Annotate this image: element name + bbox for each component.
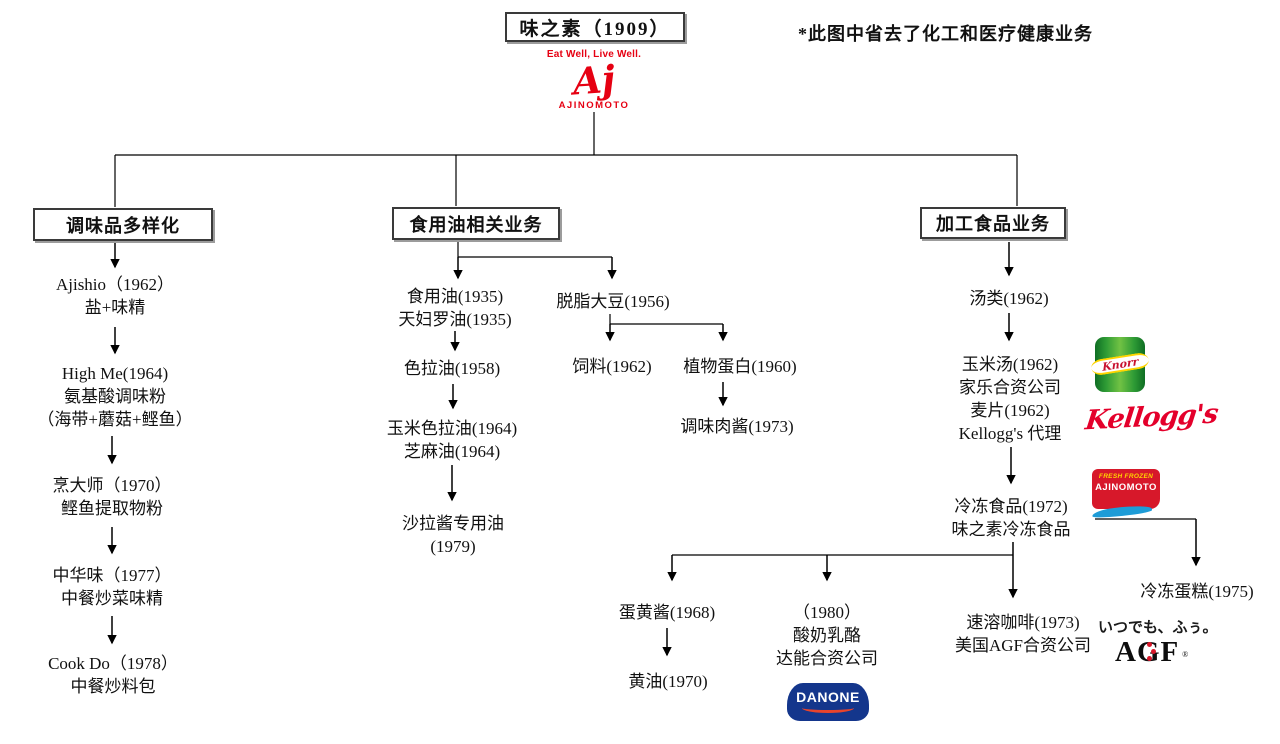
node-soups: 汤类(1962) (969, 287, 1048, 310)
node-instant-coffee-agf: 速溶咖啡(1973) 美国AGF合资公司 (955, 611, 1091, 657)
node-line: 调味肉酱(1973) (680, 417, 794, 436)
agf-dot-icon (1151, 649, 1156, 654)
node-line: 麦片(1962) (970, 401, 1050, 420)
agf-wordmark: AGF (1115, 636, 1180, 668)
node-high-me: High Me(1964) 氨基酸调味粉 （海带+蘑菇+鲣鱼） (37, 362, 192, 431)
agf-logo: AGF ® (1115, 636, 1188, 668)
agf-dot-icon (1147, 642, 1152, 647)
node-line: High Me(1964) (61, 364, 169, 383)
node-cooking-oil: 食用油(1935) 天妇罗油(1935) (398, 285, 511, 331)
footnote-annotation: *此图中省去了化工和医疗健康业务 (798, 24, 1093, 44)
ajinomoto-wordmark: AJINOMOTO (558, 100, 630, 111)
header-label: 食用油相关业务 (409, 214, 543, 235)
node-line: Ajishio（1962） (55, 275, 175, 294)
node-corn-soup-knorr-kelloggs: 玉米汤(1962) 家乐合资公司 麦片(1962) Kellogg's 代理 (959, 353, 1062, 445)
header-label: 调味品多样化 (66, 215, 180, 236)
node-yogurt-danone: （1980） 酸奶乳酪 达能合资公司 (776, 601, 878, 670)
node-seasoned-meat-sauce: 调味肉酱(1973) (680, 415, 793, 438)
node-zhonghua-wei: 中华味（1977） 中餐炒菜味精 (53, 564, 172, 610)
node-hondashi: 烹大师（1970） 鲣鱼提取物粉 (53, 474, 172, 520)
node-line: 玉米色拉油(1964) (386, 419, 518, 438)
node-line: 汤类(1962) (969, 289, 1049, 308)
knorr-banner-icon: Knorr (1090, 351, 1150, 377)
node-line: 冷冻蛋糕(1975) (1140, 582, 1254, 601)
node-frozen-food: 冷冻食品(1972) 味之素冷冻食品 (952, 495, 1071, 541)
node-line: 食用油(1935) (406, 287, 504, 306)
node-line: 酸奶乳酪 (793, 626, 861, 645)
node-line: 盐+味精 (84, 298, 146, 317)
node-line: 味之素冷冻食品 (951, 520, 1071, 539)
agf-dot-icon (1147, 656, 1152, 661)
node-line: 中餐炒料包 (70, 677, 156, 696)
fresh-frozen-ajinomoto-logo: FRESH FROZEN AJINOMOTO (1091, 469, 1160, 523)
node-line: 家乐合资公司 (958, 378, 1061, 397)
header-edible-oil-business: 食用油相关业务 (392, 207, 560, 240)
node-line: 芝麻油(1964) (403, 442, 501, 461)
header-label: 加工食品业务 (936, 214, 1050, 234)
node-line: 速溶咖啡(1973) (966, 613, 1080, 632)
node-ajishio: Ajishio（1962） 盐+味精 (56, 273, 174, 319)
node-line: 蛋黄酱(1968) (618, 603, 716, 622)
node-cook-do: Cook Do（1978） 中餐炒料包 (48, 652, 178, 698)
ajinomoto-logo: Eat Well, Live Well. Aj AJINOMOTO (547, 49, 641, 111)
node-line: 色拉油(1958) (403, 359, 501, 378)
node-line: 烹大师（1970） (52, 476, 172, 495)
node-line: （海带+蘑菇+鲣鱼） (37, 410, 193, 429)
node-mayonnaise: 蛋黄酱(1968) (619, 601, 715, 624)
node-corn-salad-oil: 玉米色拉油(1964) 芝麻油(1964) (387, 417, 517, 463)
knorr-wordmark: Knorr (1101, 354, 1139, 374)
node-salad-oil: 色拉油(1958) (404, 357, 500, 380)
node-line: 中华味（1977） (52, 566, 172, 585)
node-line: (1979) (430, 537, 476, 556)
node-line: （1980） (793, 603, 861, 622)
node-frozen-cake: 冷冻蛋糕(1975) (1140, 580, 1253, 603)
node-butter: 黄油(1970) (628, 670, 707, 693)
ajinomoto-tagline: Eat Well, Live Well. (546, 49, 642, 60)
node-line: 沙拉酱专用油 (402, 514, 504, 533)
node-line: 植物蛋白(1960) (683, 357, 797, 376)
node-line: Kellogg's 代理 (958, 424, 1062, 443)
node-line: 氨基酸调味粉 (64, 387, 166, 406)
node-line: 美国AGF合资公司 (954, 636, 1092, 655)
node-line: 冷冻食品(1972) (954, 497, 1068, 516)
agf-slogan: いつでも、ふぅ。 (1098, 620, 1218, 636)
node-defatted-soybean: 脱脂大豆(1956) (556, 290, 669, 313)
node-line: 饲料(1962) (572, 357, 652, 376)
fresh-frozen-label: FRESH FROZEN (1098, 473, 1154, 480)
node-dressing-oil: 沙拉酱专用油 (1979) (402, 512, 504, 558)
header-seasoning-diversification: 调味品多样化 (33, 208, 213, 241)
node-line: 玉米汤(1962) (961, 355, 1059, 374)
node-line: 脱脂大豆(1956) (556, 292, 670, 311)
root-title: 味之素（1909） (519, 18, 671, 40)
node-vegetable-protein: 植物蛋白(1960) (683, 355, 796, 378)
knorr-logo: Knorr (1090, 337, 1150, 392)
header-processed-food-business: 加工食品业务 (920, 207, 1066, 239)
ajinomoto-monogram-icon: Aj (571, 56, 617, 104)
node-feed: 饲料(1962) (572, 355, 651, 378)
node-line: 天妇罗油(1935) (398, 310, 512, 329)
fresh-frozen-flag-icon: FRESH FROZEN AJINOMOTO (1092, 469, 1160, 509)
danone-wordmark: DANONE (796, 689, 860, 705)
registered-mark: ® (1182, 650, 1190, 659)
node-line: Cook Do（1978） (48, 654, 178, 673)
smile-icon (802, 703, 854, 713)
node-line: 鲣鱼提取物粉 (61, 499, 163, 518)
node-line: 黄油(1970) (628, 672, 708, 691)
fresh-frozen-wordmark: AJINOMOTO (1095, 482, 1157, 493)
root-node: 味之素（1909） (505, 12, 685, 42)
node-line: 中餐炒菜味精 (61, 589, 163, 608)
node-line: 达能合资公司 (776, 649, 878, 668)
danone-logo: DANONE (787, 683, 869, 721)
